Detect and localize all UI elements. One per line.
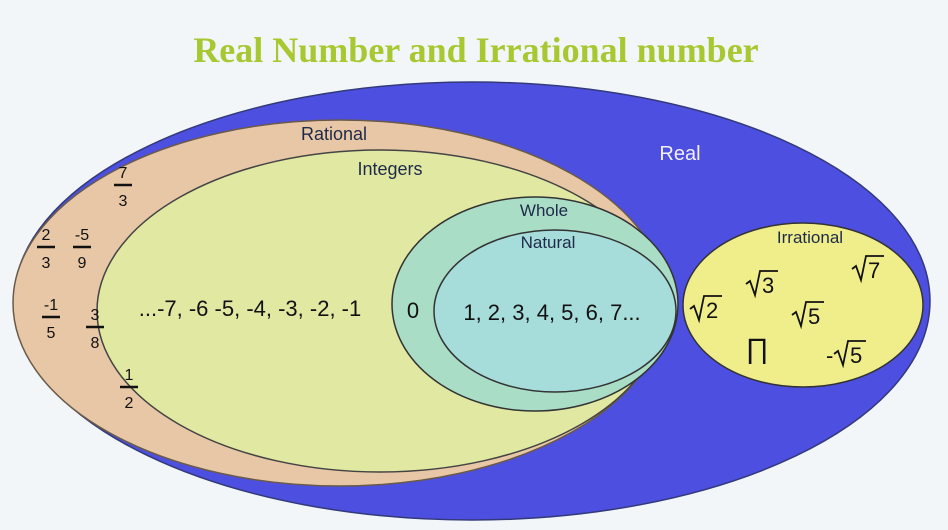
radicand: 2 — [706, 298, 718, 323]
square-root: 7 — [851, 255, 884, 284]
rational-label: Rational — [301, 124, 367, 144]
fraction: 12 — [120, 367, 138, 412]
fraction-numerator: -5 — [75, 227, 89, 244]
whole-member-zero: 0 — [407, 298, 419, 323]
square-root: -5 — [826, 340, 866, 369]
fraction-numerator: -1 — [44, 297, 58, 314]
integers-label: Integers — [357, 159, 422, 179]
square-root: 2 — [689, 295, 722, 324]
fraction: -1 5 — [42, 297, 60, 342]
radicand: 5 — [808, 304, 820, 329]
radical-icon — [689, 295, 722, 324]
radical-icon — [791, 301, 824, 330]
fraction: -5 9 — [73, 227, 91, 272]
irrational-label: Irrational — [777, 228, 843, 247]
fraction-numerator: 3 — [91, 307, 100, 324]
radical-icon — [745, 270, 778, 299]
irrational-members: 2 3 7 5-5 — [689, 255, 884, 369]
radical-icon — [851, 255, 884, 284]
diagram-title: Real Number and Irrational number — [193, 30, 758, 70]
square-root: 5 — [791, 301, 824, 330]
natural-set-region — [433, 229, 677, 393]
natural-members: 1, 2, 3, 4, 5, 6, 7... — [463, 300, 640, 325]
fraction-numerator: 2 — [42, 227, 51, 244]
radicand: 3 — [762, 273, 774, 298]
natural-label: Natural — [521, 233, 576, 252]
radicand: 7 — [868, 258, 880, 283]
fraction-numerator: 7 — [119, 165, 128, 182]
square-root: 3 — [745, 270, 778, 299]
fraction-denominator: 5 — [47, 325, 56, 342]
fraction-denominator: 3 — [42, 255, 51, 272]
fraction: 23 — [37, 227, 55, 272]
fraction: 73 — [114, 165, 132, 210]
pi-symbol: ∏ — [745, 333, 768, 364]
fraction-denominator: 3 — [119, 193, 128, 210]
fraction-denominator: 2 — [125, 395, 134, 412]
irrational-set-region — [682, 222, 924, 388]
square-root-sign-prefix: - — [826, 343, 833, 368]
radicand: 5 — [850, 343, 862, 368]
fraction-numerator: 1 — [125, 367, 134, 384]
fraction-denominator: 8 — [91, 335, 100, 352]
fraction: 38 — [86, 307, 104, 352]
fraction-denominator: 9 — [78, 255, 87, 272]
radical-icon — [833, 340, 866, 369]
whole-label: Whole — [520, 201, 568, 220]
integers-members: ...-7, -6 -5, -4, -3, -2, -1 — [139, 296, 362, 321]
real-label: Real — [659, 143, 700, 165]
